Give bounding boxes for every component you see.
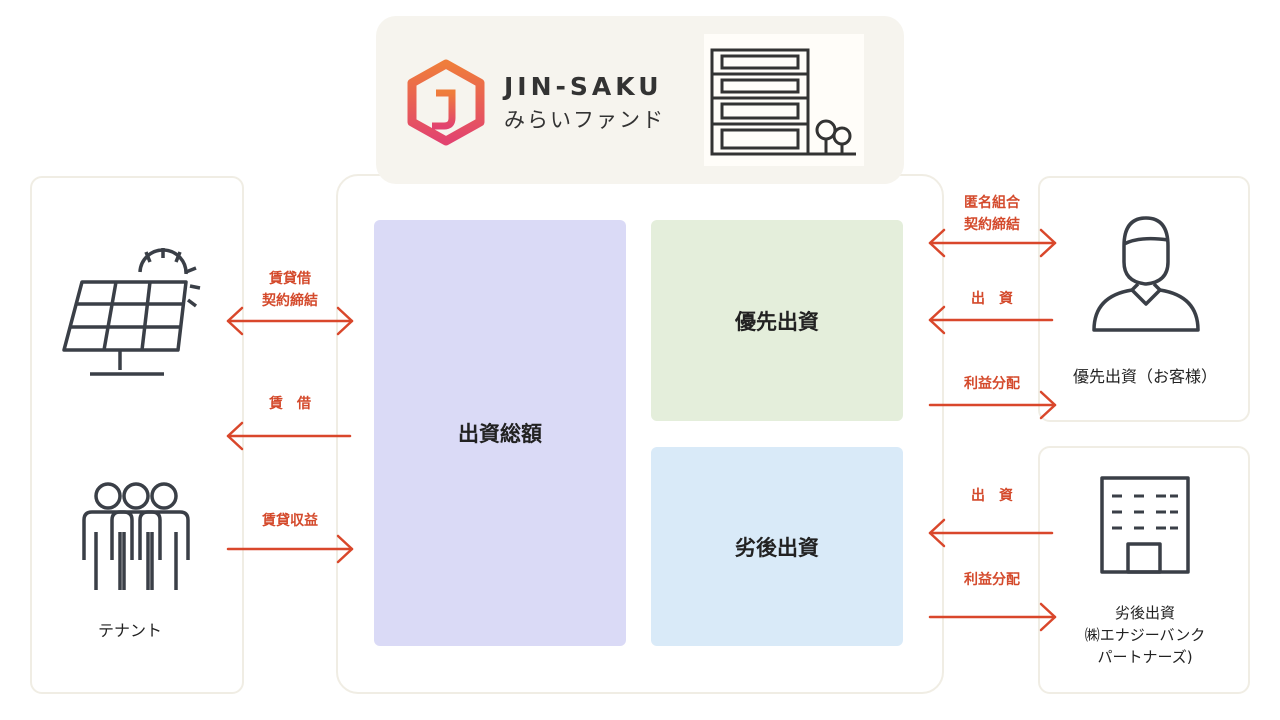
junior-investor-label-line1: 劣後出資 [1114, 604, 1175, 622]
arrow-tk-contract-label: 匿名組合 契約締結 [942, 192, 1042, 236]
senior-investor-label: 優先出資（お客様） [1072, 367, 1217, 386]
tenant-label: テナント [97, 621, 162, 640]
arrow-tk-contract-label-line2: 契約締結 [964, 217, 1020, 233]
junior-investor-label: 劣後出資 ㈱エナジーバンク パートナーズ) [1052, 602, 1238, 668]
arrow-investment-junior-label: 出 資 [971, 488, 1013, 504]
arrow-profit-junior [928, 602, 1057, 632]
arrow-investment-senior-label: 出 資 [971, 291, 1013, 307]
arrow-lease-contract-label-line1: 賃貸借 [269, 271, 311, 287]
arrow-tk-contract-label-line1: 匿名組合 [964, 195, 1020, 211]
logo-title: JIN-SAKU [504, 72, 663, 101]
junior-investor-label-line2: ㈱エナジーバンク [1084, 626, 1206, 644]
arrow-investment-senior [928, 305, 1054, 335]
left-panel [30, 176, 244, 694]
junior-investment-box: 劣後出資 [651, 447, 903, 646]
arrow-rental-income [226, 534, 354, 564]
arrow-lease [226, 421, 352, 451]
arrow-profit-senior-label: 利益分配 [964, 376, 1020, 392]
junior-investor-label-line3: パートナーズ) [1097, 648, 1193, 666]
arrow-lease-contract-label: 賃貸借 契約締結 [240, 268, 340, 312]
arrow-lease-label: 賃 借 [269, 396, 311, 412]
total-investment-box: 出資総額 [374, 220, 626, 646]
building-icon-tile [704, 34, 864, 166]
arrow-investment-junior [928, 518, 1054, 548]
senior-investment-box: 優先出資 [651, 220, 903, 421]
arrow-profit-senior [928, 390, 1057, 420]
logo-subtitle: みらいファンド [504, 108, 665, 132]
arrow-rental-income-label: 賃貸収益 [262, 513, 318, 529]
arrow-lease-contract-label-line2: 契約締結 [262, 293, 318, 309]
arrow-profit-junior-label: 利益分配 [964, 572, 1020, 588]
